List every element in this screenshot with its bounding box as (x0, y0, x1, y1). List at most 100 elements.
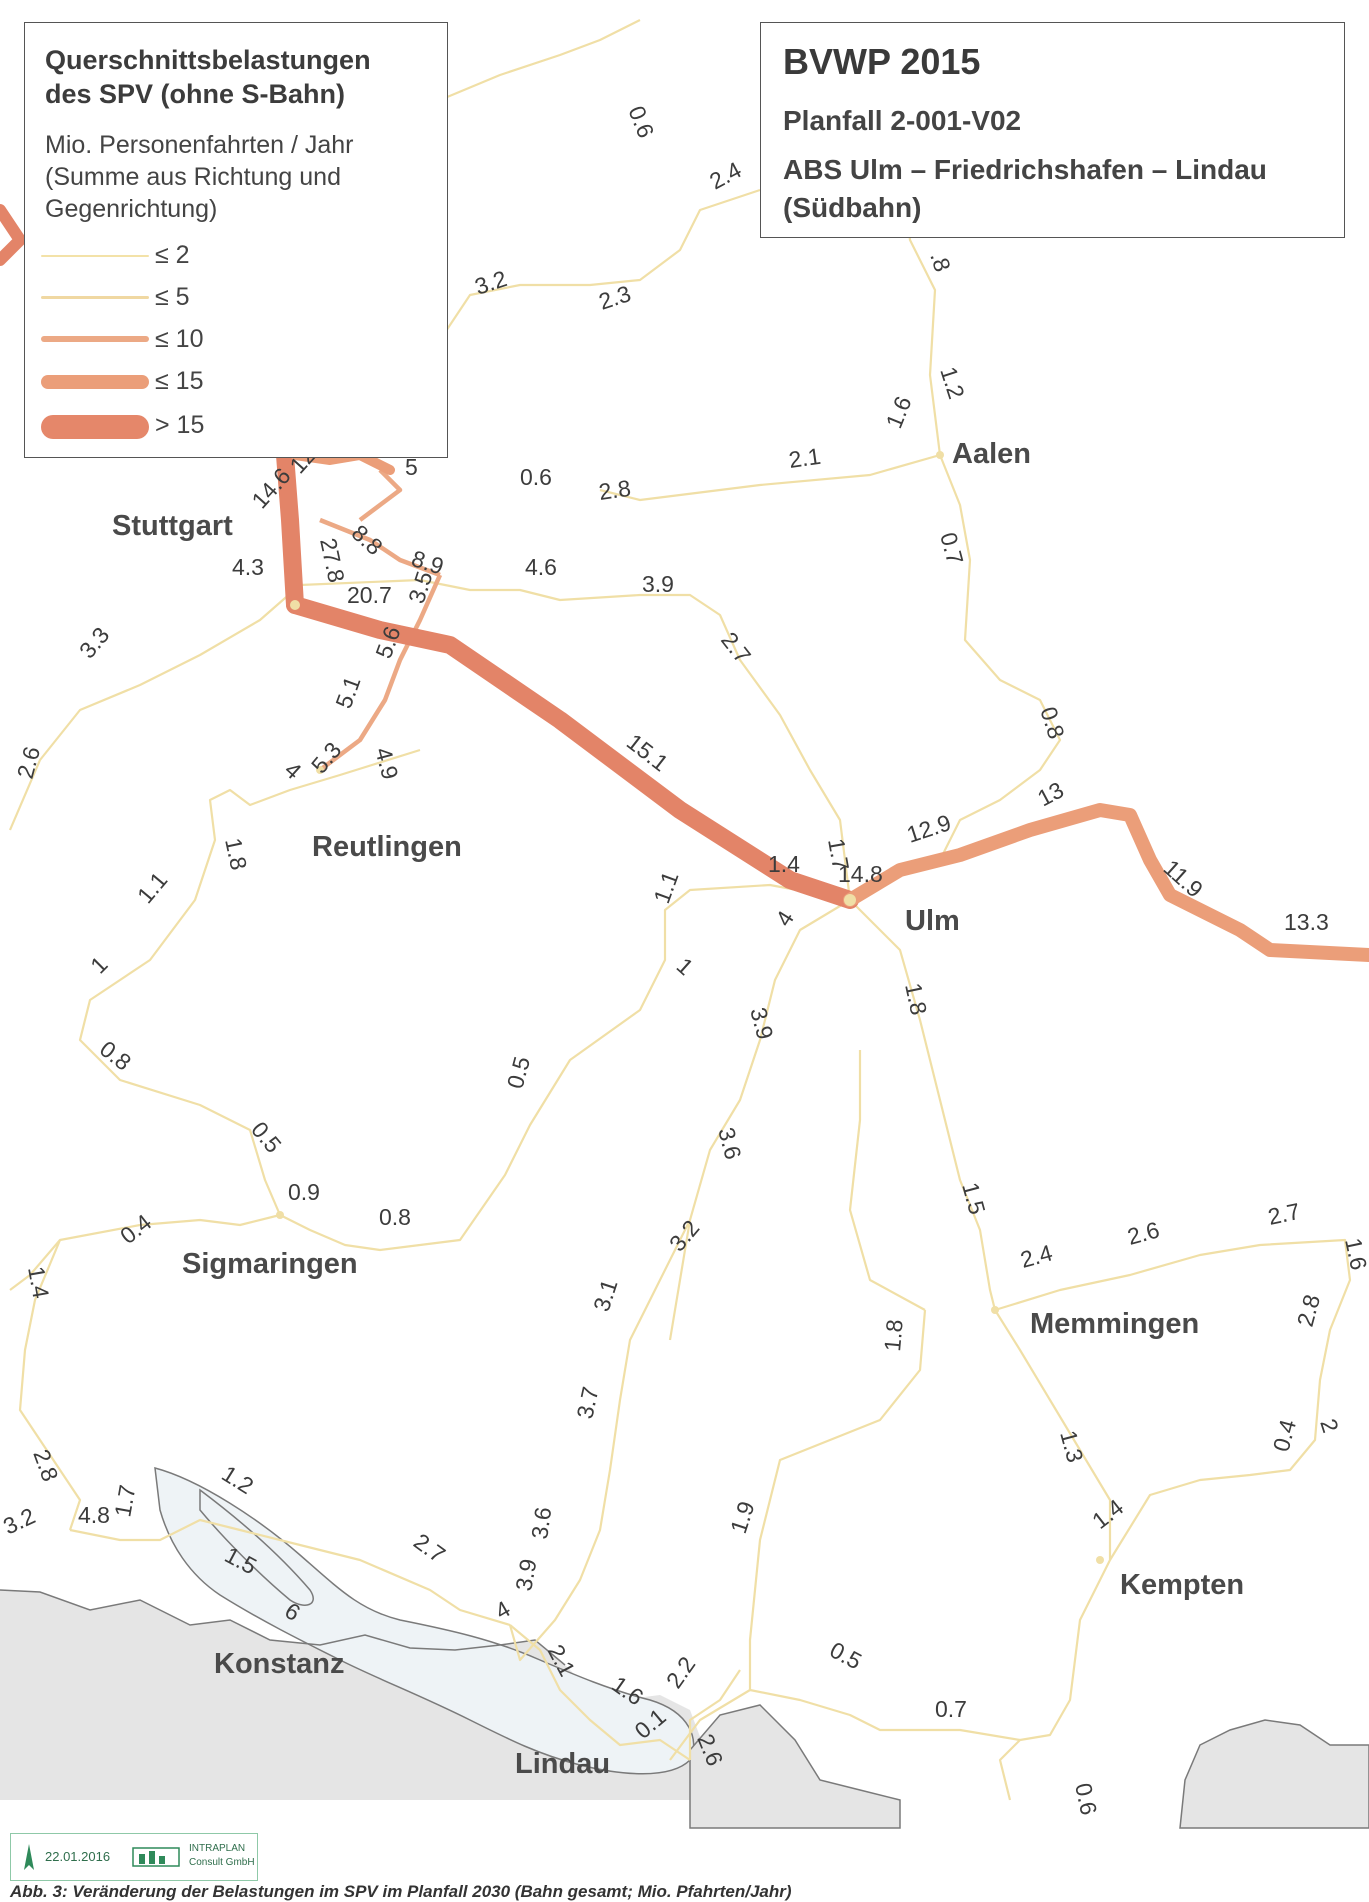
link-value-label: 27.8 (315, 536, 350, 585)
link-value-label: 2 (1315, 1416, 1344, 1436)
link-value-label: 1 (85, 951, 112, 978)
link-value-label: 0.6 (520, 464, 552, 490)
link-value-label: 2.6 (1125, 1216, 1163, 1249)
link-value-label: 1.9 (725, 1498, 760, 1536)
link-value-label: 4.3 (232, 554, 264, 580)
link-value-label: 3.9 (642, 571, 674, 597)
link-value-label: 2.8 (28, 1446, 63, 1485)
link-value-label: 3.9 (745, 1005, 778, 1043)
link-value-label: 1.2 (217, 1460, 258, 1499)
link-value-label: 14.8 (838, 861, 883, 887)
project-line2: (Südbahn) (783, 192, 922, 223)
city-memmingen: Memmingen (1030, 1308, 1199, 1340)
link-value-label: 0.6 (1070, 1781, 1102, 1818)
legend-title-line1: Querschnittsbelastungen (45, 45, 371, 75)
link-value-label: 2.4 (705, 156, 746, 194)
link-value-label: 5.1 (330, 673, 365, 712)
project-name: ABS Ulm – Friedrichshafen – Lindau (Südb… (783, 151, 1267, 227)
link-value-label: 1.1 (132, 867, 172, 908)
link-value-label: 2.7 (409, 1528, 450, 1568)
link-value-label: 1.7 (109, 1483, 140, 1519)
link-value-label: 3.7 (571, 1384, 603, 1421)
link-value-label: 13.3 (1284, 909, 1329, 935)
link-value-label: 5.3 (306, 737, 346, 778)
map-title: BVWP 2015 (783, 41, 981, 82)
link-value-label: 1.6 (881, 392, 917, 431)
link-value-label: 2.7 (1266, 1198, 1303, 1230)
link-value-label: 1.7 (823, 836, 854, 872)
link-value-label: 4 (280, 756, 307, 784)
link-value-label: 2.1 (787, 443, 822, 473)
link-value-label: 1.5 (957, 1180, 990, 1218)
link-value-label: 4 (770, 906, 799, 931)
legend-swatch-le10 (41, 336, 149, 342)
link-value-label: 0.6 (623, 102, 659, 141)
legend-label-le15: ≤ 15 (155, 367, 204, 395)
city-lindau: Lindau (515, 1748, 610, 1780)
legend-swatch-le2 (41, 255, 149, 257)
link-value-label: 3.6 (713, 1125, 746, 1163)
trunk-ulm-east (843, 803, 1369, 962)
link-value-label: 1.8 (220, 836, 252, 873)
footer-box: 22.01.2016 INTRAPLAN Consult GmbH (10, 1833, 258, 1881)
link-value-label: 12.9 (904, 809, 955, 848)
company-logo-icon (132, 1847, 180, 1867)
link-value-label: 0.4 (115, 1209, 156, 1249)
legend-label-le2: ≤ 2 (155, 241, 190, 269)
legend-swatch-gt15 (41, 415, 149, 439)
legend-swatch-le15 (41, 375, 149, 389)
link-value-label: 4.8 (78, 1502, 110, 1528)
link-value-label: 0.4 (1268, 1416, 1301, 1454)
link-value-label: 2.3 (596, 280, 634, 315)
figure-caption: Abb. 3: Veränderung der Belastungen im S… (10, 1882, 792, 1901)
link-value-label: 0.8 (1035, 704, 1070, 742)
link-value-label: 1.4 (1087, 1494, 1128, 1534)
link-value-label: 1.8 (879, 1318, 908, 1352)
link-value-label: 3.3 (74, 622, 114, 663)
link-value-label: 2.6 (12, 744, 45, 782)
link-value-label: 1.8 (900, 981, 932, 1018)
austria-area (689, 1704, 901, 1829)
lake-and-border-area (0, 1466, 1369, 1829)
legend-label-gt15: > 15 (155, 411, 205, 439)
link-value-label: 4.9 (370, 745, 403, 783)
thin-links (8, 19, 1352, 1801)
link-value-label: 0.7 (935, 530, 968, 568)
link-value-label: 0.7 (935, 1696, 967, 1722)
link-value-label: 0.9 (288, 1179, 320, 1205)
south-country-border (0, 1589, 566, 1666)
trunk-stuttgart-north (276, 446, 304, 614)
legend-unit-line1: Mio. Personenfahrten / Jahr (45, 131, 354, 159)
link-value-label: 0.8 (95, 1035, 136, 1075)
link-value-label: 3.2 (0, 1502, 39, 1539)
legend-unit-line2: (Summe aus Richtung und (45, 163, 341, 191)
city-reutlingen: Reutlingen (312, 831, 462, 863)
city-sigmaringen: Sigmaringen (182, 1248, 358, 1280)
city-labels: Stuttgart Aalen Reutlingen Ulm Sigmaring… (112, 438, 1244, 1780)
link-value-label: 1 (672, 952, 699, 980)
link-value-label: 3.2 (472, 265, 510, 300)
city-konstanz: Konstanz (214, 1648, 345, 1680)
link-value-label: 3.9 (510, 1557, 541, 1593)
link-value-label: 0.5 (246, 1117, 286, 1158)
link-value-label: 4.6 (525, 554, 557, 580)
link-value-label: 1.1 (648, 868, 683, 907)
legend-label-le5: ≤ 5 (155, 283, 190, 311)
link-value-label: 2.8 (597, 475, 632, 505)
link-value-label: 1.4 (768, 851, 800, 877)
link-value-label: 20.7 (347, 582, 392, 608)
link-value-label: 1.2 (935, 364, 970, 402)
city-aalen: Aalen (952, 438, 1031, 470)
link-value-label: 3.2 (664, 1215, 704, 1256)
legend: Querschnittsbelastungen des SPV (ohne S-… (24, 22, 448, 458)
city-markers (276, 451, 1104, 1564)
link-value-label: 8.8 (347, 519, 388, 560)
link-value-label: 13 (1033, 776, 1068, 811)
link-value-label: 1.6 (1340, 1236, 1369, 1273)
city-kempten: Kempten (1120, 1569, 1244, 1601)
trunk-stuttgart-ulm (286, 596, 859, 909)
link-value-label: 3.6 (526, 1505, 556, 1540)
footer-company: INTRAPLAN Consult GmbH (189, 1843, 255, 1868)
project-line1: ABS Ulm – Friedrichshafen – Lindau (783, 154, 1267, 185)
link-value-label: 1.3 (1055, 1428, 1088, 1466)
